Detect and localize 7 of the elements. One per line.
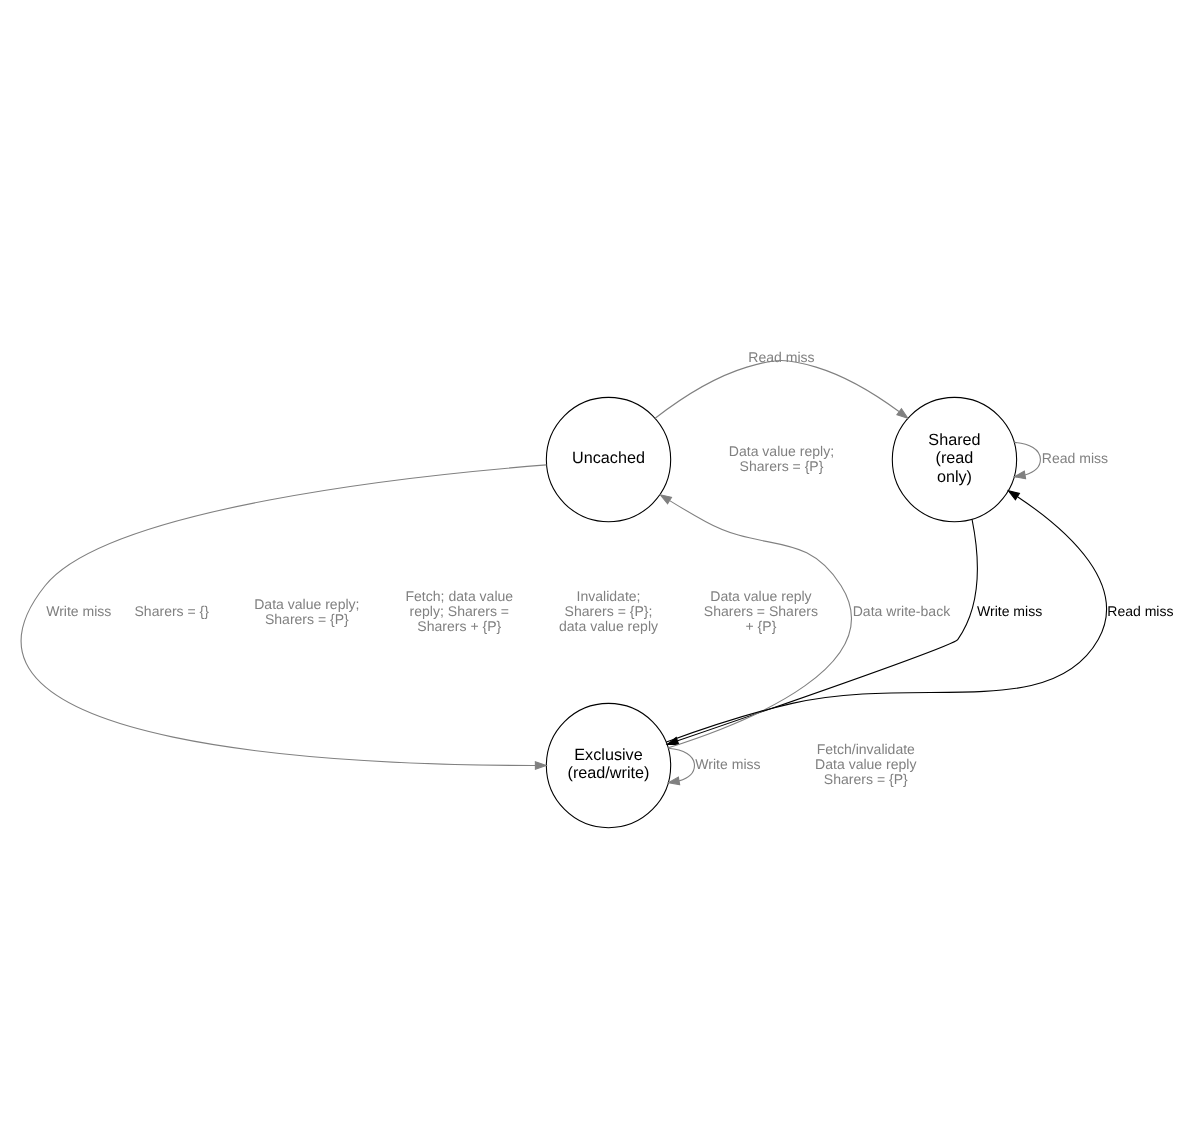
arrow <box>665 489 1107 743</box>
arrow <box>1012 441 1041 480</box>
arrow <box>654 359 910 420</box>
arrow <box>658 493 852 749</box>
arrow <box>665 518 978 745</box>
arrow <box>666 747 695 786</box>
arrow <box>22 464 548 771</box>
